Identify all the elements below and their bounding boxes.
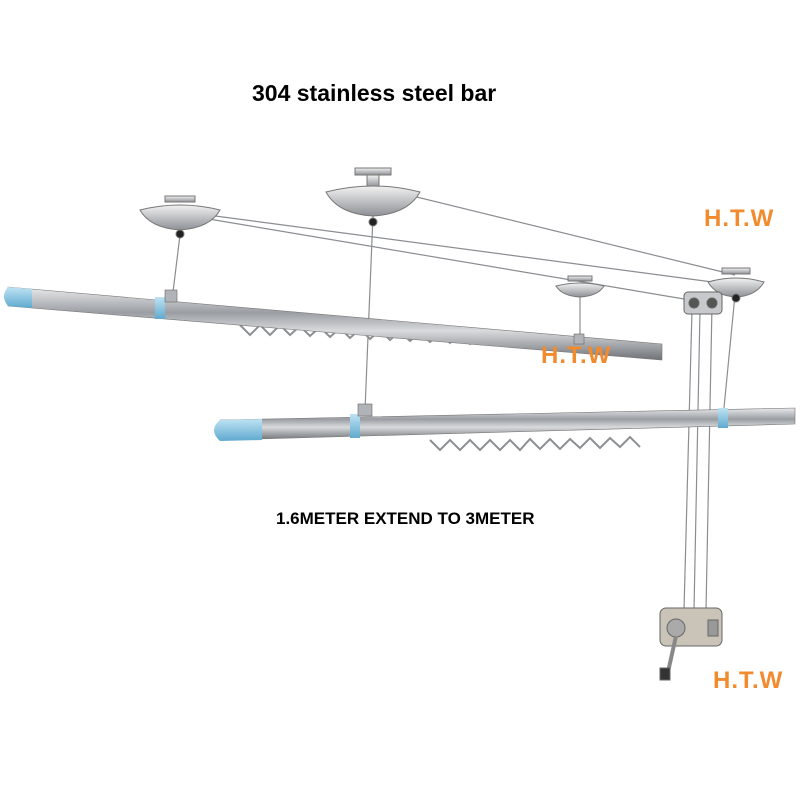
watermark-text: H.T.W bbox=[704, 205, 775, 232]
drying-bar-lower bbox=[214, 403, 796, 452]
hand-crank bbox=[659, 607, 723, 681]
cables bbox=[171, 187, 736, 611]
length-note: 1.6METER EXTEND TO 3METER bbox=[276, 509, 535, 528]
hanger-wave bbox=[429, 435, 641, 452]
watermark-text: H.T.W bbox=[713, 667, 784, 694]
drying-bar-upper bbox=[4, 286, 663, 361]
ceiling-mount bbox=[325, 167, 421, 227]
ceiling-mount bbox=[139, 195, 221, 239]
pulley-box bbox=[683, 291, 723, 315]
watermark-text: H.T.W bbox=[541, 342, 612, 369]
ceiling-mount bbox=[555, 275, 605, 298]
product-title: 304 stainless steel bar bbox=[252, 80, 497, 106]
